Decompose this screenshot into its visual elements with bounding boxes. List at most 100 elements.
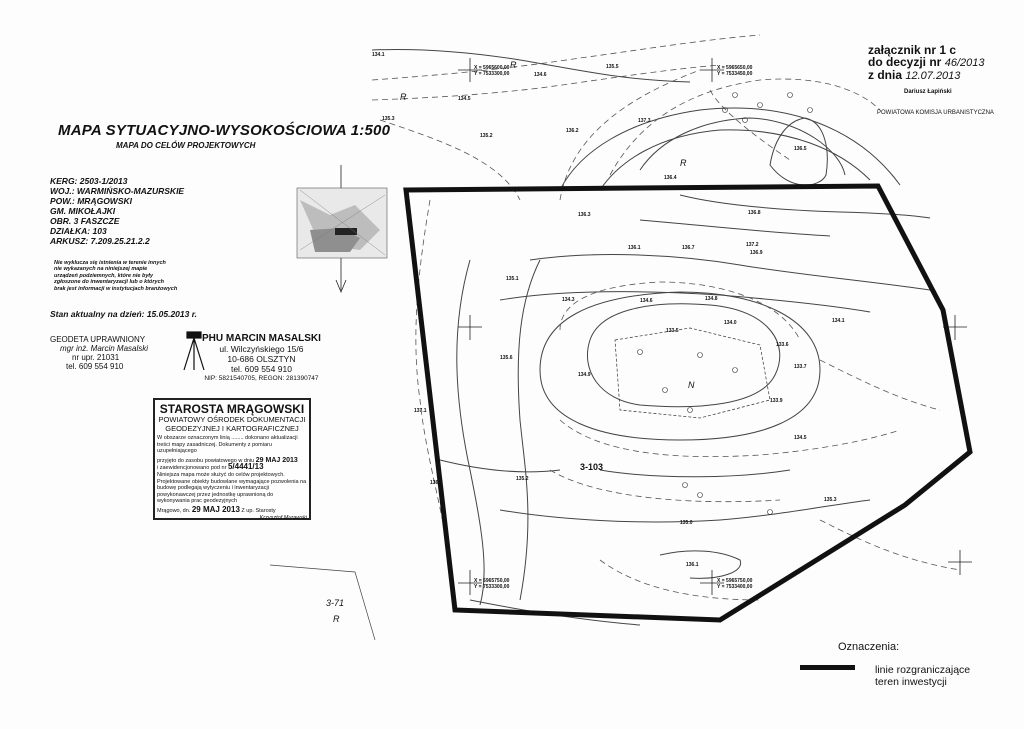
region-n-label: N xyxy=(688,380,695,390)
elevation-label: 135.2 xyxy=(480,133,493,139)
commission-stamp: POWIATOWA KOMISJA URBANISTYCZNA xyxy=(877,110,994,116)
elevation-label: 134.5 xyxy=(794,435,807,441)
company-stamp: PHU MARCIN MASALSKI ul. Wilczyńskiego 15… xyxy=(202,334,321,384)
dashed-line xyxy=(379,119,521,201)
stamp-date: 29 MAJ 2013 xyxy=(255,456,298,464)
annex-decision-number: 46/2013 xyxy=(944,57,985,69)
tree-symbol xyxy=(787,92,793,98)
contour-line xyxy=(599,469,791,478)
grid-cross xyxy=(700,570,724,595)
contour-line xyxy=(559,107,901,191)
tree-symbol xyxy=(687,407,693,413)
stamp-text: W obszarze oznaczonym linią ........ dok… xyxy=(157,435,298,455)
annex-line3-label: z dnia xyxy=(868,68,903,82)
dashed-line xyxy=(549,469,781,503)
map-subtitle: MAPA DO CELÓW PROJEKTOWYCH xyxy=(116,141,256,150)
annex-line1: załącznik nr 1 c xyxy=(868,43,957,57)
elevation-label: 133.9 xyxy=(770,398,783,404)
elevation-label: 136.3 xyxy=(578,212,591,218)
company-name: PHU MARCIN MASALSKI xyxy=(202,333,321,344)
region-r-label: R xyxy=(400,92,407,102)
legend-line-symbol xyxy=(800,665,855,670)
note-line: nie wykazanych na niniejszej mapie xyxy=(54,266,148,273)
contour-line xyxy=(439,459,561,473)
investment-boundary xyxy=(403,183,973,623)
info-obr: OBR. 3 FASZCZE xyxy=(50,216,120,226)
region-r-label: R xyxy=(680,158,687,168)
annex-line3: z dnia 12.07.2013 xyxy=(868,69,984,82)
elevation-label: 134.5 xyxy=(458,96,471,102)
elevation-label: 136.8 xyxy=(748,210,761,216)
elevation-label: 134.3 xyxy=(562,297,575,303)
parcel-label: 3-103 xyxy=(580,462,604,472)
elevation-label: 135.6 xyxy=(500,355,513,361)
note-line: brak jest informacji w instytucjach bran… xyxy=(54,285,178,292)
annex-signature: Dariusz Łapiński xyxy=(904,89,952,95)
elevation-label: 136.2 xyxy=(566,128,579,134)
contour-line xyxy=(639,219,831,237)
grid-cross xyxy=(458,58,482,82)
note-line: urządzeń podziemnych, które nie były xyxy=(54,272,154,279)
elevation-label: 133.5 xyxy=(666,328,679,334)
stamp-accept: przyjęto do zasobu powiatowego w dniu 29… xyxy=(157,456,307,465)
elevation-label: 134.8 xyxy=(705,296,718,302)
parcel-north-label: 3-71 xyxy=(326,598,345,608)
coord-y: Y = 7533300,00 xyxy=(474,71,510,77)
dashed-line xyxy=(559,419,901,458)
parcel-line xyxy=(269,564,376,641)
tree-symbol xyxy=(732,367,738,373)
region-r-label: R xyxy=(333,614,340,624)
elevation-label: 134.6 xyxy=(534,72,547,78)
stamp-place-label: Mrągowo, dn. xyxy=(157,507,191,514)
tree-symbol xyxy=(682,482,688,488)
company-city: 10-686 OLSZTYN xyxy=(227,354,296,364)
dashed-line xyxy=(819,519,961,571)
starosta-stamp: STAROSTA MRĄGOWSKI POWIATOWY OŚRODEK DOK… xyxy=(153,398,311,521)
info-kerg: KERG: 2503-1/2013 xyxy=(50,176,128,186)
legend-item-boundary: linie rozgraniczające teren inwestycji xyxy=(875,664,971,688)
annex-date: 12.07.2013 xyxy=(905,70,961,82)
dashed-line xyxy=(609,78,881,176)
info-gm: GM. MIKOŁAJKI xyxy=(50,206,116,216)
elevation-label: 134.0 xyxy=(724,320,737,326)
elevation-label: 135.3 xyxy=(824,497,837,503)
info-arkusz: ARKUSZ: 7.209.25.21.2.2 xyxy=(50,236,150,246)
elevation-label: 134.9 xyxy=(578,372,591,378)
region-r-label: R xyxy=(510,60,517,70)
contour-line xyxy=(659,550,742,579)
theodolite-icon xyxy=(183,331,205,371)
contour-line xyxy=(586,303,781,408)
dashed-line xyxy=(371,64,721,101)
stamp-register: i zaewidencjonowano pod nr 5/4441/13 xyxy=(157,463,307,472)
dashed-line xyxy=(559,69,701,201)
annex-block: załącznik nr 1 c do decyzji nr 46/2013 z… xyxy=(868,44,984,98)
utility-note: Nie wyklucza się istnienia w terenie inn… xyxy=(54,260,177,292)
coord-x: X = 5965600,00 xyxy=(474,65,510,71)
coord-y: Y = 7533450,00 xyxy=(717,71,753,77)
elevation-label: 135.1 xyxy=(506,276,519,282)
contour-line xyxy=(517,259,541,601)
grid-cross xyxy=(700,58,724,82)
stamp-date2: 29 MAJ 2013 xyxy=(191,504,240,514)
elevation-label: 134.6 xyxy=(640,298,653,304)
coord-x: X = 5965750,00 xyxy=(717,578,753,584)
stamp-place: Mrągowo, dn. 29 MAJ 2013 Z up. Starosty xyxy=(157,504,307,515)
contour-line xyxy=(639,117,846,176)
elevation-label: 134.1 xyxy=(372,52,385,58)
elevation-label: 133.6 xyxy=(776,342,789,348)
stamp-signer-role: Z up. Starosty xyxy=(241,507,276,514)
stamp-note: Niniejsza mapa może służyć do celów proj… xyxy=(157,471,307,505)
tree-symbol xyxy=(637,349,643,355)
elevation-label: 137.2 xyxy=(746,242,759,248)
location-inset xyxy=(296,187,388,259)
dashed-line xyxy=(371,34,761,81)
tree-symbol xyxy=(767,509,773,515)
elevation-label: 134.1 xyxy=(832,318,845,324)
grid-cross xyxy=(948,550,972,575)
elevation-label: 135.5 xyxy=(606,64,619,70)
elevation-label: 136.5 xyxy=(794,146,807,152)
grid-cross xyxy=(458,315,482,340)
